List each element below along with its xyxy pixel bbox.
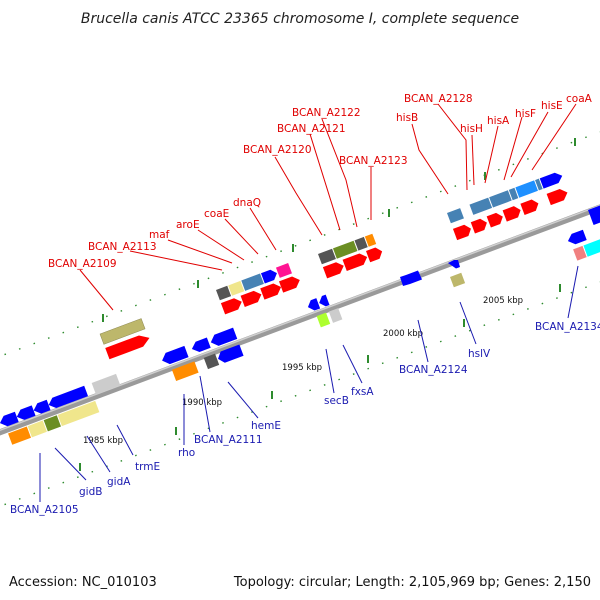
gene-feature [588, 205, 600, 225]
scale-label: 2000 kbp [383, 329, 423, 339]
gene-feature [448, 260, 460, 269]
gene-feature [449, 272, 466, 288]
gene-label: hisF [515, 108, 536, 120]
gene-label: BCAN_A2124 [399, 364, 468, 376]
gene-label: BCAN_A2134 [535, 321, 600, 333]
gene-cluster [0, 373, 121, 445]
gene-label: maf [149, 229, 170, 241]
scale-label: 1995 kbp [282, 363, 322, 373]
guide-tracks [0, 131, 600, 508]
gene-label: gidB [79, 486, 102, 498]
scale-labels: 1985 kbp 1990 kbp 1995 kbp 2000 kbp 2005… [83, 296, 523, 446]
scale-label: 1985 kbp [83, 436, 123, 446]
gene-label: BCAN_A2128 [404, 93, 473, 105]
gene-features-forward [99, 172, 600, 360]
gene-label: coaE [204, 208, 229, 220]
gene-label: secB [324, 395, 349, 407]
gene-features-reverse [0, 260, 466, 445]
gene-feature [400, 270, 422, 286]
scale-label: 2005 kbp [483, 296, 523, 306]
summary-text: Topology: circular; Length: 2,105,969 bp… [233, 575, 591, 590]
gene-label: BCAN_A2122 [292, 107, 361, 119]
gene-label: trmE [135, 461, 160, 473]
gene-label: BCAN_A2111 [194, 434, 263, 446]
gene-label: gidA [107, 476, 131, 488]
gene-cluster [447, 172, 568, 241]
gene-label: aroE [176, 219, 200, 231]
gene-label: fxsA [351, 386, 374, 398]
gene-label: coaA [566, 93, 593, 105]
gene-label: hisB [396, 112, 418, 124]
gene-feature [99, 318, 150, 360]
gene-label: BCAN_A2109 [48, 258, 117, 270]
gene-label: BCAN_A2120 [243, 144, 312, 156]
major-ticks [79, 138, 576, 471]
scale-label: 1990 kbp [182, 398, 222, 408]
gene-label: hisE [541, 100, 563, 112]
gene-label: BCAN_A2121 [277, 123, 346, 135]
gene-label: dnaQ [233, 197, 261, 209]
gene-label: hisH [460, 123, 483, 135]
gene-cluster [216, 263, 300, 315]
gene-cluster [318, 233, 383, 279]
chromosome-backbone [0, 204, 600, 436]
gene-feature [567, 229, 600, 261]
gene-label: BCAN_A2123 [339, 155, 408, 167]
gene-label: BCAN_A2113 [88, 241, 157, 253]
leader-lines [39, 103, 579, 502]
gene-labels-top: BCAN_A2109 BCAN_A2113 maf aroE coaE dnaQ… [48, 93, 593, 270]
gene-label: hisA [487, 115, 510, 127]
gene-label: hemE [251, 420, 281, 432]
gene-label: rho [178, 447, 195, 459]
gene-label: hslV [468, 348, 491, 360]
accession-text: Accession: NC_010103 [9, 575, 157, 590]
gene-cluster [307, 294, 343, 328]
gene-label: BCAN_A2105 [10, 504, 79, 516]
map-title: Brucella canis ATCC 23365 chromosome I, … [81, 11, 519, 27]
gene-cluster [162, 327, 244, 381]
gene-labels-bottom: BCAN_A2105 gidB gidA trmE rho BCAN_A2111… [10, 321, 600, 516]
